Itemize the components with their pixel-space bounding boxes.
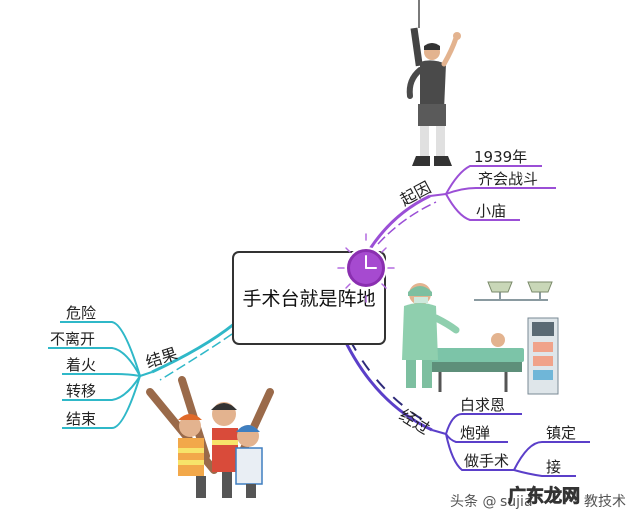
firefighters-illustration <box>146 376 274 498</box>
watermark: 头条 @ sujia 教技术 广东龙网 <box>450 485 626 510</box>
process-sub-item[interactable]: 接 <box>546 458 561 476</box>
connector-lines <box>48 165 590 477</box>
result-item[interactable]: 转移 <box>66 382 96 400</box>
watermark-handle: sujia <box>500 494 533 510</box>
result-item[interactable]: 结束 <box>66 410 96 428</box>
watermark-suffix: 教技术 <box>584 494 626 510</box>
clock-icon <box>337 233 395 303</box>
watermark-prefix: 头条 @ <box>450 493 496 510</box>
watermark-logo: 广东龙网 <box>508 485 580 507</box>
soldier-illustration <box>406 0 461 166</box>
result-item[interactable]: 着火 <box>66 356 96 374</box>
branch-label-result[interactable]: 结果 <box>143 344 179 372</box>
cause-item[interactable]: 1939年 <box>474 148 527 166</box>
result-item[interactable]: 危险 <box>66 304 96 322</box>
process-sub-item[interactable]: 镇定 <box>546 424 576 442</box>
surgery-illustration <box>402 281 559 395</box>
cause-item[interactable]: 齐会战斗 <box>478 170 538 188</box>
process-item[interactable]: 做手术 <box>464 452 509 470</box>
process-item[interactable]: 炮弹 <box>460 424 490 442</box>
center-title: 手术台就是阵地 <box>242 288 375 310</box>
cause-item[interactable]: 小庙 <box>476 202 506 220</box>
result-item[interactable]: 不离开 <box>50 330 95 348</box>
process-item[interactable]: 白求恩 <box>460 396 505 414</box>
